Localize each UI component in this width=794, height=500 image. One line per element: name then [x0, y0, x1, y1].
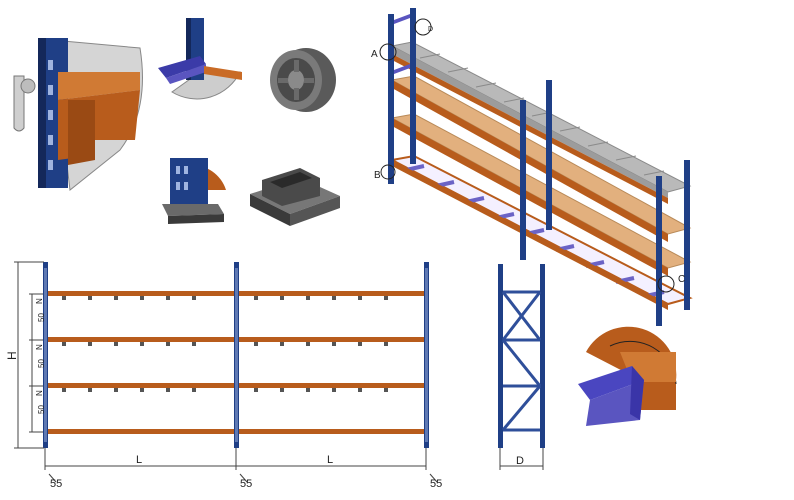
shelf-marker-1-bottom: 50 [37, 313, 46, 322]
detail-upright-beam-connector [13, 38, 143, 191]
shelf-marker-3-top: N [35, 390, 44, 396]
shelf-marker-3-bottom: 50 [37, 405, 46, 414]
isometric-shelving-unit: A D B C [371, 8, 693, 326]
dimension-gap-right: 55 [430, 478, 442, 490]
dimension-length-left: L [136, 454, 142, 466]
dimension-gap-middle: 55 [240, 478, 252, 490]
detail-foot-cap [250, 168, 340, 226]
detail-upright-base [162, 158, 226, 224]
dimension-length-right: L [327, 454, 333, 466]
callout-label-c: C [678, 274, 685, 285]
detail-beam-clip [158, 18, 242, 100]
shelf-marker-1-top: N [35, 298, 44, 304]
detail-wheel-spacer [270, 48, 336, 112]
dimension-gap-left: 55 [50, 478, 62, 490]
shelf-marker-2-bottom: 50 [37, 359, 46, 368]
detail-beam-bracket [578, 326, 677, 426]
callout-label-b: B [374, 170, 381, 181]
front-elevation: H N 50 N 50 N 50 L L 55 55 55 [5, 261, 442, 490]
shelf-marker-2-top: N [35, 344, 44, 350]
side-elevation: D [498, 264, 545, 470]
dimension-depth: D [516, 455, 524, 467]
callout-label-a: A [371, 49, 378, 60]
callout-label-d-small: D [428, 26, 433, 33]
dimension-height-label: H [5, 351, 19, 360]
